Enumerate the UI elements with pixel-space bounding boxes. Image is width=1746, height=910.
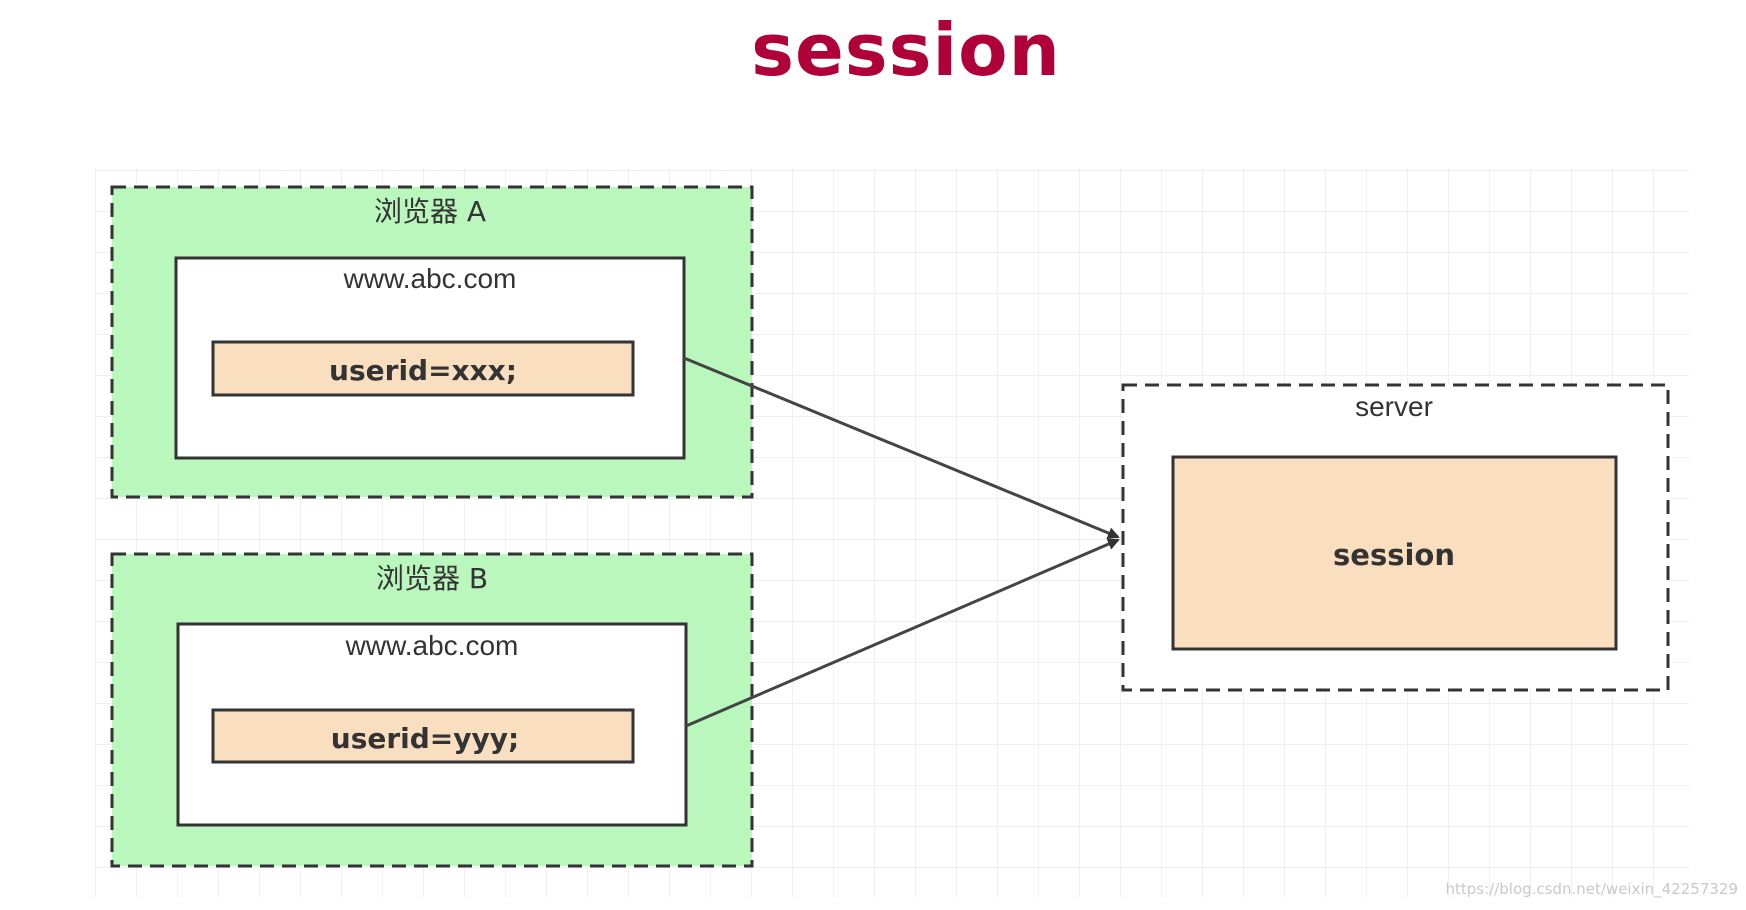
browser-b-cookie-box	[211, 708, 635, 764]
browser-b-group: 浏览器 B www.abc.com userid=yyy;	[110, 552, 754, 868]
page-title: session	[751, 8, 1061, 92]
browser-b-label: 浏览器 B	[376, 562, 488, 595]
browser-a-cookie: userid=xxx;	[329, 354, 517, 387]
arrow-browser-b-to-server	[685, 538, 1120, 728]
server-label: server	[1355, 391, 1433, 422]
server-group: server session	[1121, 383, 1670, 692]
server-session-box	[1171, 455, 1618, 651]
watermark: https://blog.csdn.net/weixin_42257329	[1445, 880, 1738, 898]
browser-a-label: 浏览器 A	[374, 195, 486, 228]
browser-a-group: 浏览器 A www.abc.com userid=xxx;	[110, 185, 754, 499]
browser-b-cookie: userid=yyy;	[331, 722, 519, 755]
arrow-browser-a-to-server	[683, 356, 1120, 539]
browser-a-cookie-box	[211, 340, 635, 397]
browser-a-domain: www.abc.com	[343, 263, 517, 294]
server-session-label: session	[1333, 538, 1455, 572]
browser-b-domain: www.abc.com	[345, 630, 519, 661]
